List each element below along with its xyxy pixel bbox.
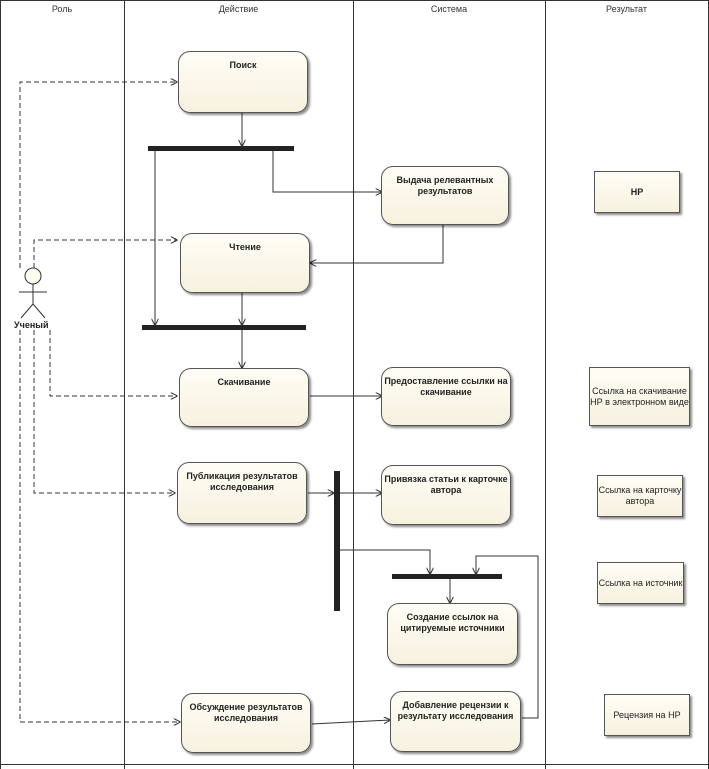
system-results[interactable]: Выдача релевантных результатов	[381, 166, 509, 225]
system-add-review[interactable]: Добавление рецензии к результату исследо…	[390, 691, 521, 752]
control-flows	[155, 113, 539, 725]
join-bar-1	[142, 325, 306, 330]
system-download-link[interactable]: Предоставление ссылки на скачивание	[381, 367, 511, 426]
action-publish[interactable]: Публикация результатов исследования	[177, 462, 307, 524]
sync-bars	[142, 146, 502, 611]
lane-title-action: Действие	[218, 4, 259, 14]
fork-bar-2	[334, 471, 340, 611]
result-hp[interactable]: НР	[594, 171, 680, 213]
actor-links	[19, 82, 180, 722]
result-review[interactable]: Рецензия на НР	[604, 694, 690, 736]
lane-title-system: Система	[430, 4, 468, 14]
actor-figure-icon	[19, 267, 47, 319]
lane-title-role: Роль	[51, 4, 73, 14]
join-bar-2	[392, 574, 502, 579]
result-author-card[interactable]: Ссылка на карточку автора	[597, 475, 683, 517]
lane-title-result: Результат	[606, 4, 647, 14]
system-create-refs[interactable]: Создание ссылок на цитируемые источники	[387, 603, 518, 665]
action-search[interactable]: Поиск	[178, 51, 308, 113]
actor-label: Ученый	[14, 320, 49, 330]
action-discuss[interactable]: Обсуждение результатов исследования	[181, 693, 311, 753]
action-download[interactable]: Скачивание	[179, 368, 309, 427]
action-read[interactable]: Чтение	[180, 233, 310, 293]
result-source[interactable]: Ссылка на источник	[597, 562, 684, 604]
result-download-link[interactable]: Ссылка на скачивание НР в электронном ви…	[589, 367, 690, 426]
fork-bar-1	[148, 146, 294, 151]
system-bind-article[interactable]: Привязка статьи к карточке автора	[381, 465, 511, 525]
